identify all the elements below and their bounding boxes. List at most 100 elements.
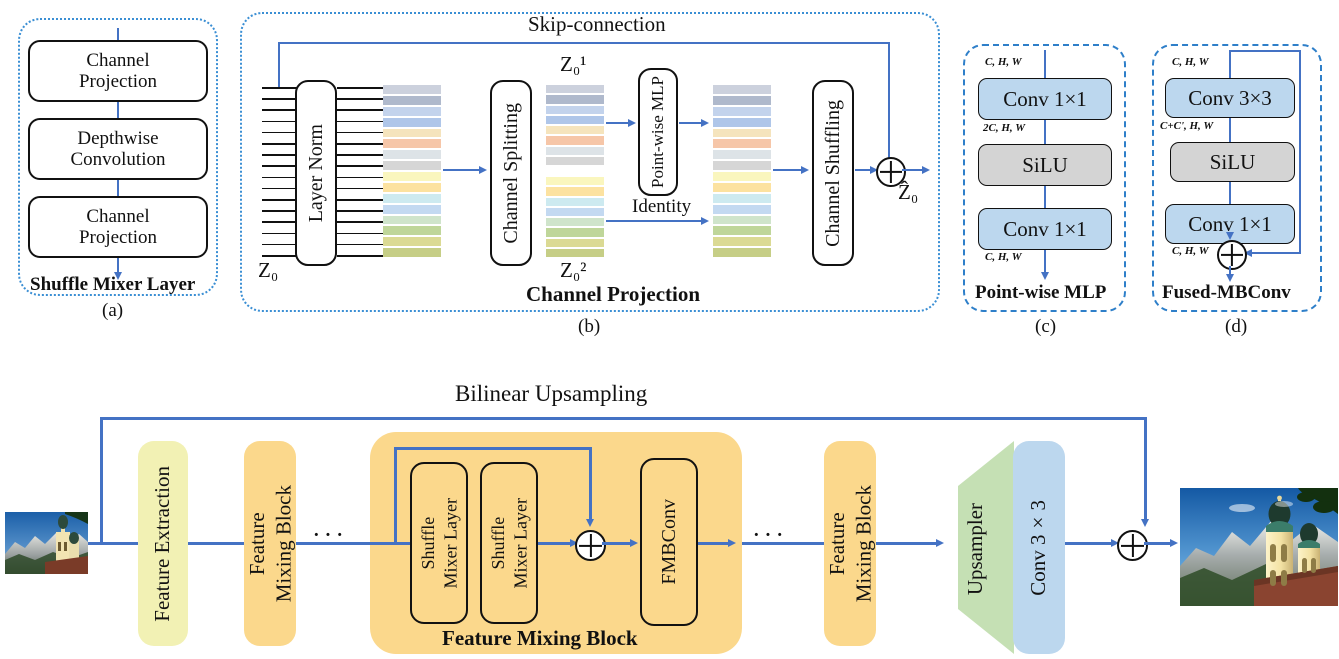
- channel-stripe: [383, 128, 441, 138]
- channel-line: [337, 176, 385, 179]
- panel-d-block-1[interactable]: SiLU: [1170, 142, 1295, 182]
- channel-line: [262, 221, 298, 223]
- channel-line: [337, 120, 385, 123]
- panel-a-arrow-3-line: [117, 180, 119, 198]
- panel-b-identity-arrow-head: [701, 216, 709, 225]
- panel-b-skip-line-h: [278, 42, 890, 44]
- channel-line: [337, 243, 385, 246]
- channel-line: [262, 232, 298, 235]
- channel-line: [337, 143, 385, 145]
- channel-stripe: [546, 248, 604, 257]
- fmb2-line2: Mixing Block: [851, 484, 875, 603]
- panel-a-block-1-line1: Depthwise: [77, 127, 159, 149]
- panel-b-layer-norm-label: Layer Norm: [305, 123, 327, 223]
- panel-b-frame: [240, 12, 940, 312]
- channel-line: [262, 120, 298, 123]
- panel-a-block-0-line1: Channel: [86, 49, 150, 71]
- channel-stripe: [383, 95, 441, 105]
- channel-stripe: [713, 237, 771, 247]
- fmb-inner-skip-line-v-right: [589, 447, 592, 521]
- feature-mixing-block-2[interactable]: Feature Mixing Block: [824, 441, 876, 646]
- panel-a-arrow-4-head: [113, 272, 122, 280]
- channel-stripe: [546, 177, 604, 186]
- feature-extraction-block[interactable]: Feature Extraction: [138, 441, 188, 646]
- fmb-inner-skip-arrow-head: [585, 519, 594, 527]
- channel-stripe: [383, 85, 441, 94]
- panel-a-arrow-2-line: [117, 102, 119, 120]
- fmb-arrow-out-head: [728, 538, 736, 547]
- panel-d-caption: Fused-MBConv: [1162, 282, 1291, 303]
- fmbconv-block[interactable]: FMBConv: [640, 458, 698, 626]
- feature-extraction-label: Feature Extraction: [150, 465, 175, 622]
- pipeline-line-conv-to-add: [1065, 542, 1113, 545]
- channel-stripe: [713, 182, 771, 192]
- panel-a-block-0[interactable]: Channel Projection: [28, 40, 208, 102]
- panel-a-block-2[interactable]: Channel Projection: [28, 196, 208, 258]
- panel-a-block-2-line1: Channel: [86, 205, 150, 227]
- panel-c-block-0[interactable]: Conv 1×1: [978, 78, 1112, 120]
- panel-b-arrow1-line: [443, 169, 481, 171]
- pipeline-ellipsis-2: ···: [752, 520, 787, 549]
- upsampler-block[interactable]: Upsampler: [942, 441, 1014, 654]
- panel-b-pointwise-mlp-label: Point-wise MLP: [647, 76, 667, 188]
- fmb-inner-skip-line-h: [394, 447, 592, 450]
- channel-stripe: [546, 85, 604, 94]
- channel-line: [337, 87, 385, 89]
- panel-d-label: (d): [1225, 316, 1248, 337]
- panel-b-arrow3-head: [701, 118, 709, 127]
- panel-d-line-out: [1229, 266, 1231, 276]
- conv3x3-block[interactable]: Conv 3×3: [1013, 441, 1065, 654]
- channel-line: [337, 210, 385, 212]
- panel-d-block-2[interactable]: Conv 1×1: [1165, 204, 1295, 244]
- pipeline-ellipsis-1: ···: [312, 520, 347, 549]
- panel-b-skip-label: Skip-connection: [528, 12, 666, 36]
- shuffle-mixer-layer-2-label: Shuffle Mixer Layer: [487, 498, 532, 588]
- channel-stripe: [383, 106, 441, 116]
- channel-line: [337, 255, 385, 257]
- panel-b-channel-shuffling[interactable]: Channel Shuffling: [812, 80, 854, 266]
- panel-a-caption: Shuffle Mixer Layer: [30, 274, 196, 295]
- channel-stripe: [383, 172, 441, 181]
- channel-stripe: [383, 193, 441, 203]
- panel-c-block-2[interactable]: Conv 1×1: [978, 208, 1112, 250]
- channel-stripe: [383, 150, 441, 160]
- panel-b-channel-splitting[interactable]: Channel Splitting: [490, 80, 532, 266]
- channel-stripe: [713, 204, 771, 214]
- panel-d-block-0[interactable]: Conv 3×3: [1165, 78, 1295, 118]
- input-image-svg: [5, 512, 88, 574]
- panel-b-label: (b): [578, 316, 601, 337]
- channel-stripe: [383, 139, 441, 149]
- channel-line: [337, 109, 385, 111]
- panel-d-block-2-label: Conv 1×1: [1188, 211, 1272, 236]
- pipeline-line-add-to-out: [1144, 542, 1172, 545]
- channel-line: [337, 98, 385, 100]
- panel-d-shape-2: C, H, W: [1172, 245, 1209, 257]
- panel-d-block-1-label: SiLU: [1209, 149, 1256, 174]
- conv3x3-label: Conv 3×3: [1026, 499, 1051, 596]
- feature-mixing-block-2-label: Feature Mixing Block: [824, 485, 877, 602]
- feature-mixing-block-1[interactable]: Feature Mixing Block: [244, 441, 296, 646]
- channel-stripe: [713, 248, 771, 257]
- panel-c-block-1[interactable]: SiLU: [978, 144, 1112, 186]
- channel-line: [337, 165, 385, 167]
- channel-stripe: [383, 182, 441, 192]
- panel-a-arrow-4-line: [117, 258, 119, 274]
- panel-b-layer-norm[interactable]: Layer Norm: [295, 80, 337, 266]
- channel-line: [262, 165, 298, 167]
- pipeline-skip-label: Bilinear Upsampling: [455, 381, 648, 406]
- shuffle-mixer-layer-1[interactable]: Shuffle Mixer Layer: [410, 462, 468, 624]
- shuffle-mixer-layer-2[interactable]: Shuffle Mixer Layer: [480, 462, 538, 624]
- fmbconv-label: FMBConv: [658, 499, 680, 585]
- channel-stripe: [546, 156, 604, 165]
- channel-stripe: [713, 85, 771, 94]
- panel-b-pointwise-mlp[interactable]: Point-wise MLP: [638, 68, 678, 196]
- fmb-inner-skip-line-v-left: [394, 447, 397, 542]
- panel-a-block-1[interactable]: Depthwise Convolution: [28, 118, 208, 180]
- channel-stripe: [713, 95, 771, 105]
- panel-d-frame: [1152, 44, 1322, 312]
- panel-b-skip-line-v-left: [278, 42, 280, 88]
- channel-stripe: [546, 218, 604, 227]
- panel-d-residual-line-v: [1299, 50, 1301, 254]
- pipeline-skip-line-v-right: [1144, 417, 1147, 521]
- channel-stripe: [383, 204, 441, 214]
